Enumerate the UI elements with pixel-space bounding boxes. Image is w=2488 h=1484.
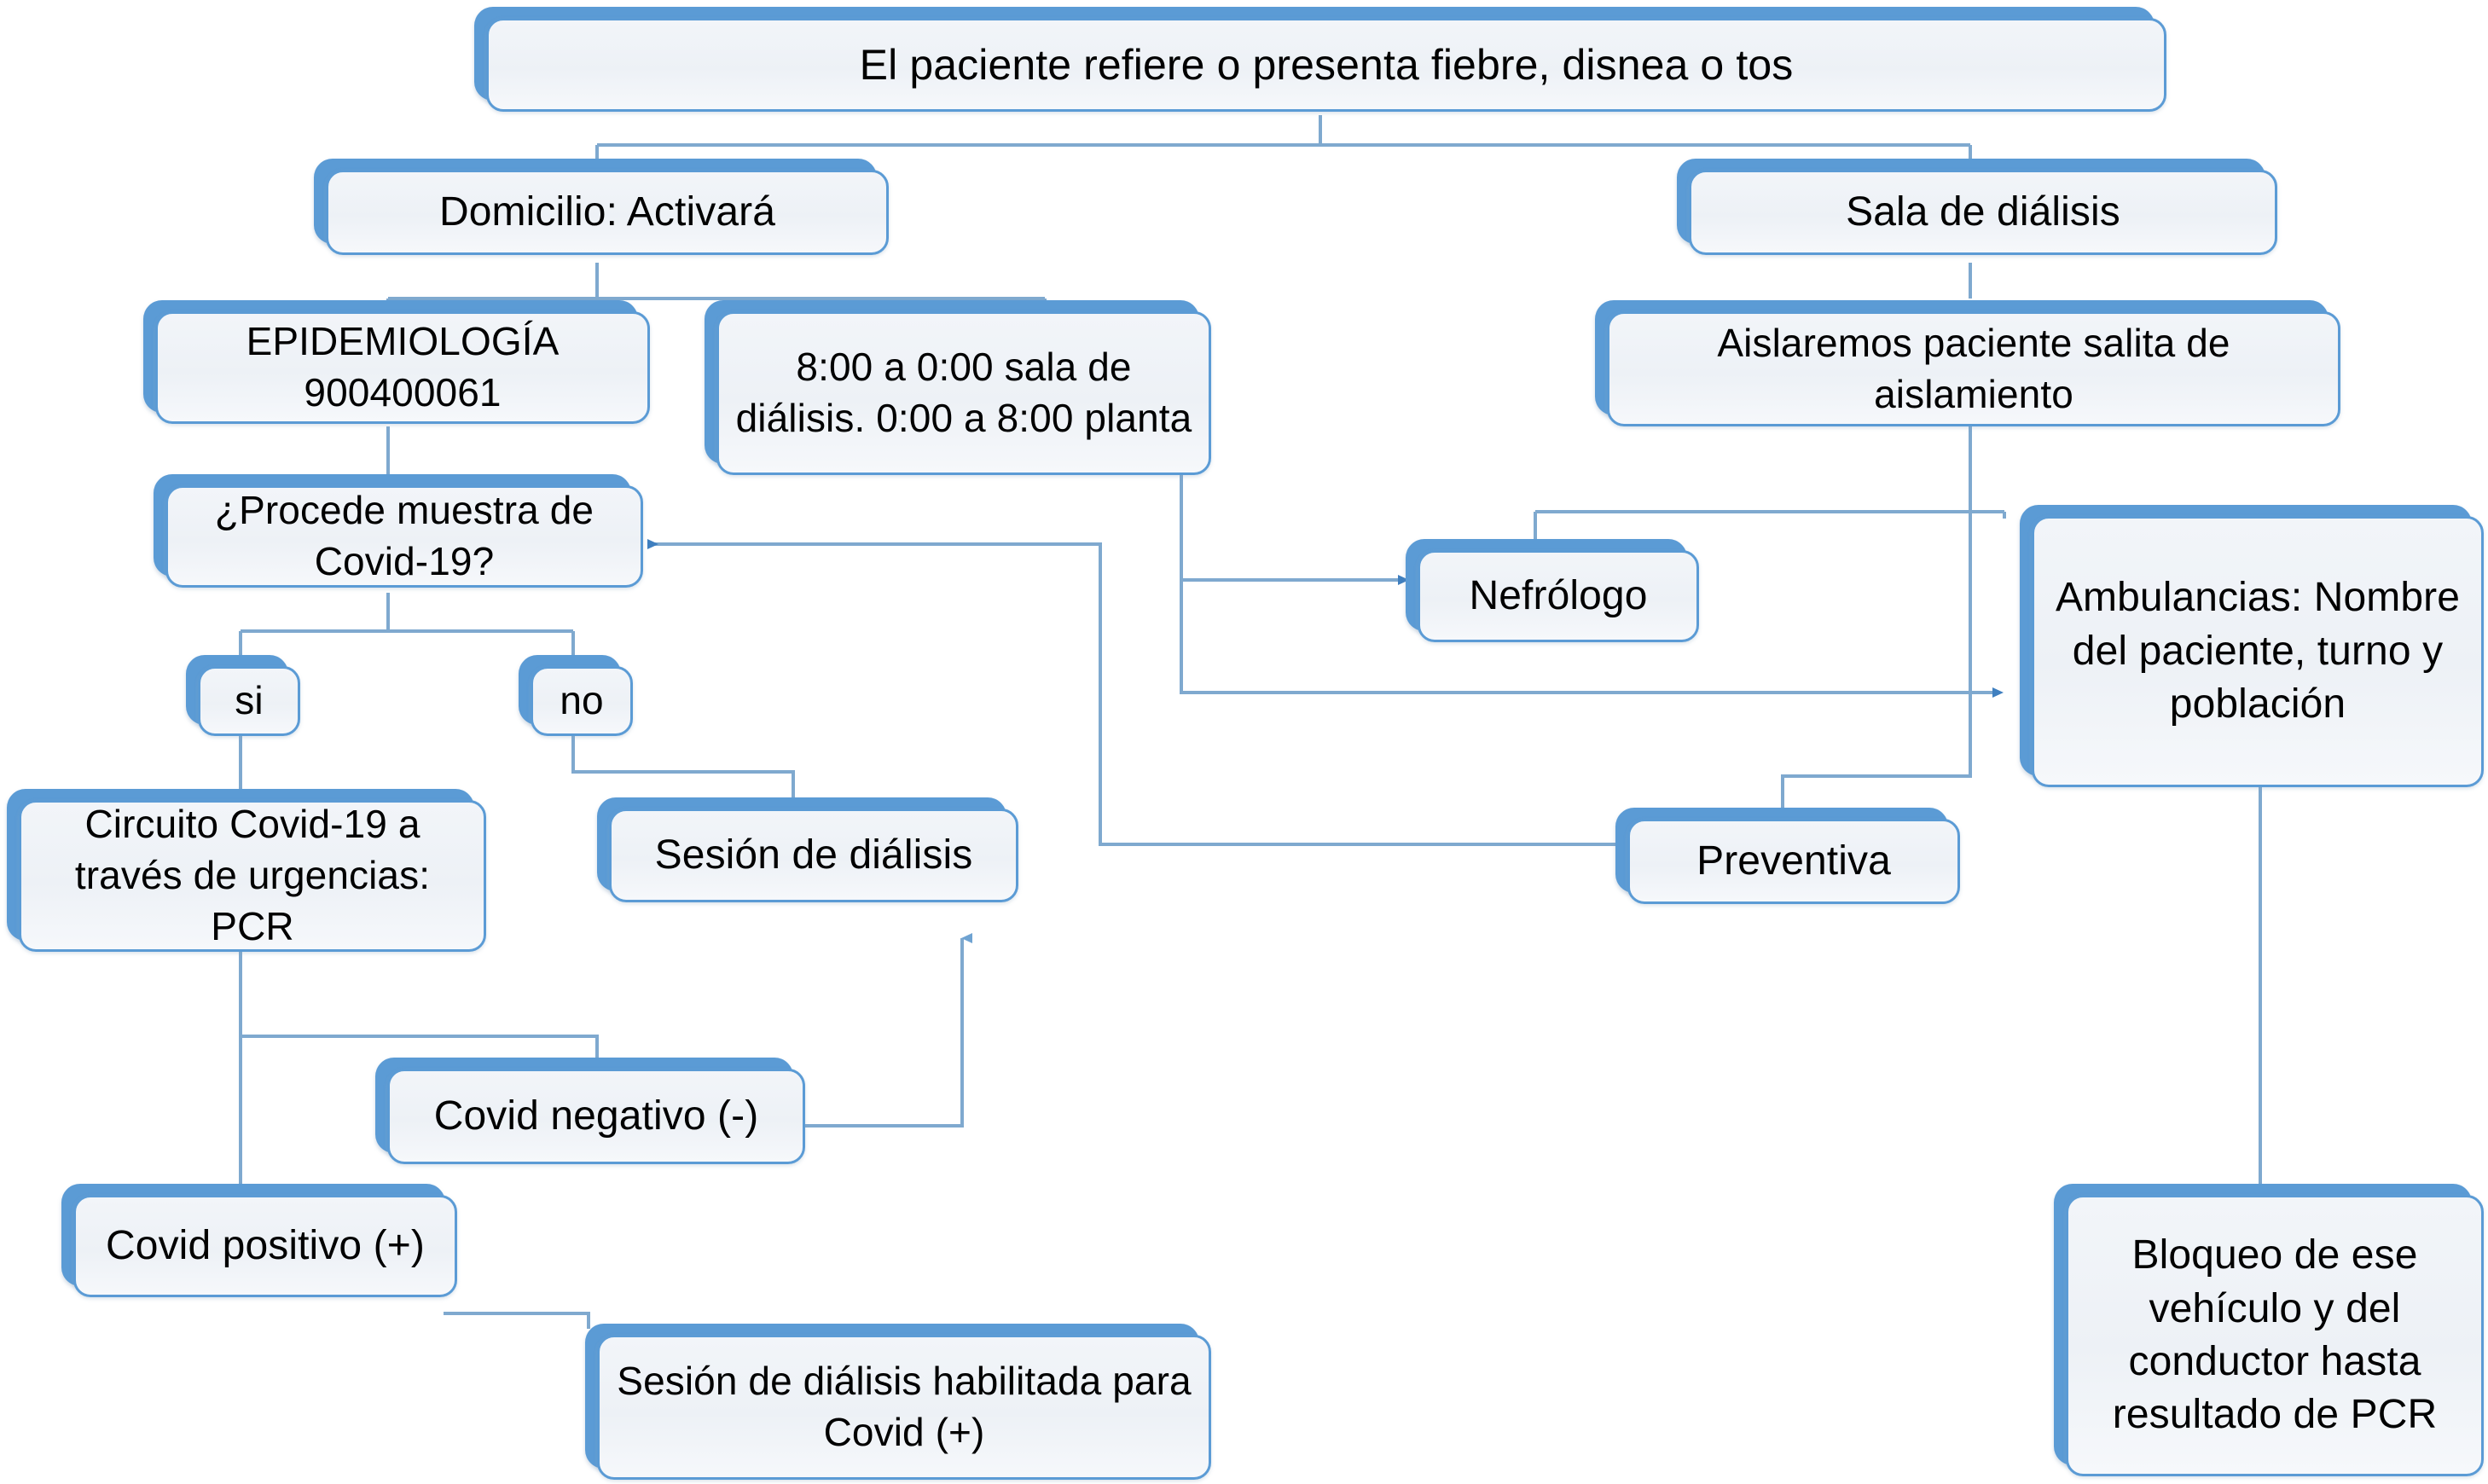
node-epidemiologia[interactable]: EPIDEMIOLOGÍA 900400061 (143, 300, 650, 424)
node-label: Covid negativo (-) (433, 1093, 759, 1139)
node-card: no (531, 666, 633, 736)
node-label: si (235, 678, 264, 723)
node-card: Ambulancias: Nombre del paciente, turno … (2032, 516, 2484, 787)
node-preventiva[interactable]: Preventiva (1615, 808, 1960, 904)
node-ambulancias[interactable]: Ambulancias: Nombre del paciente, turno … (2020, 505, 2484, 787)
node-covid-positivo[interactable]: Covid positivo (+) (61, 1184, 457, 1297)
node-card: ¿Procede muestra de Covid-19? (165, 485, 643, 588)
node-domicilio[interactable]: Domicilio: Activará (314, 159, 889, 255)
node-sesion-habilitada[interactable]: Sesión de diálisis habilitada para Covid… (585, 1324, 1211, 1480)
node-nefrologo[interactable]: Nefrólogo (1406, 539, 1699, 642)
node-label: El paciente refiere o presenta fiebre, d… (859, 40, 1794, 89)
node-card: 8:00 a 0:00 sala de diálisis. 0:00 a 8:0… (716, 311, 1211, 475)
node-label: Ambulancias: Nombre del paciente, turno … (2055, 575, 2461, 728)
node-circuito-covid[interactable]: Circuito Covid-19 a través de urgencias:… (7, 789, 486, 952)
node-sala-dialisis[interactable]: Sala de diálisis (1677, 159, 2277, 255)
node-card: Nefrólogo (1418, 550, 1699, 642)
node-label: Bloqueo de ese vehículo y del conductor … (2112, 1232, 2438, 1438)
node-label: no (560, 678, 604, 723)
node-si[interactable]: si (186, 655, 300, 736)
node-card: El paciente refiere o presenta fiebre, d… (486, 18, 2166, 112)
node-card: Covid negativo (-) (387, 1069, 805, 1164)
node-covid-negativo[interactable]: Covid negativo (-) (375, 1058, 805, 1164)
node-card: si (198, 666, 300, 736)
node-card: EPIDEMIOLOGÍA 900400061 (155, 311, 650, 424)
node-horario[interactable]: 8:00 a 0:00 sala de diálisis. 0:00 a 8:0… (705, 300, 1211, 475)
node-label: Sala de diálisis (1846, 188, 2120, 235)
node-sesion-dialisis[interactable]: Sesión de diálisis (597, 797, 1018, 902)
edge-circuito-to-negativo (241, 1035, 599, 1060)
node-card: Covid positivo (+) (73, 1195, 457, 1297)
node-label: EPIDEMIOLOGÍA 900400061 (246, 319, 560, 414)
node-label: 8:00 a 0:00 sala de diálisis. 0:00 a 8:0… (735, 345, 1192, 440)
node-no[interactable]: no (519, 655, 633, 736)
node-card: Sesión de diálisis habilitada para Covid… (597, 1335, 1211, 1480)
edge-horario-to-nefrologo (1180, 473, 1409, 585)
edge-no-to-sesion (571, 735, 795, 802)
node-card: Domicilio: Activará (326, 170, 889, 255)
edge-negativo-to-sesion (793, 933, 972, 1127)
node-card: Bloqueo de ese vehículo y del conductor … (2066, 1195, 2484, 1476)
node-label: Aislaremos paciente salita de aislamient… (1717, 320, 2230, 416)
node-label: Covid positivo (+) (106, 1222, 425, 1268)
edge-positivo-to-sesionhab (444, 1312, 590, 1329)
node-card: Circuito Covid-19 a través de urgencias:… (19, 800, 486, 952)
edge-aislaremos-to-preventiva (1781, 512, 1972, 810)
node-card: Sesión de diálisis (609, 809, 1018, 902)
node-bloqueo-vehiculo[interactable]: Bloqueo de ese vehículo y del conductor … (2054, 1184, 2484, 1476)
node-root[interactable]: El paciente refiere o presenta fiebre, d… (474, 7, 2166, 112)
node-card: Aislaremos paciente salita de aislamient… (1607, 311, 2340, 426)
node-label: Preventiva (1696, 838, 1891, 884)
node-procede-muestra[interactable]: ¿Procede muestra de Covid-19? (154, 474, 643, 588)
node-card: Preventiva (1627, 819, 1960, 904)
node-card: Sala de diálisis (1689, 170, 2277, 255)
node-label: Domicilio: Activará (438, 188, 775, 235)
node-label: Sesión de diálisis (654, 832, 973, 878)
node-aislaremos[interactable]: Aislaremos paciente salita de aislamient… (1595, 300, 2340, 426)
node-label: Circuito Covid-19 a través de urgencias:… (74, 802, 431, 948)
node-label: ¿Procede muestra de Covid-19? (214, 488, 594, 583)
node-label: Sesión de diálisis habilitada para Covid… (617, 1359, 1192, 1454)
node-label: Nefrólogo (1469, 572, 1648, 618)
